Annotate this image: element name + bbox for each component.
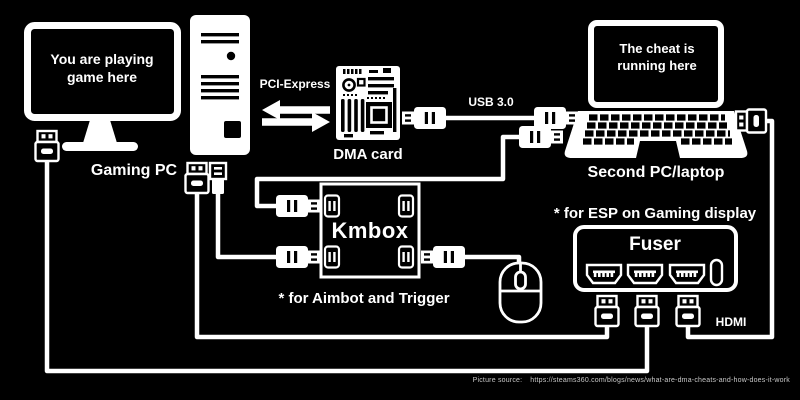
kmbox-note: * for Aimbot and Trigger xyxy=(278,290,450,307)
laptop-icon xyxy=(564,20,748,158)
second-pc-label: Second PC/laptop xyxy=(587,164,725,181)
usb-plug-icon xyxy=(519,126,563,148)
hdmi-plug-icon xyxy=(34,129,60,163)
laptop-text-line2: running here xyxy=(617,57,697,73)
cable-laptop-to-fuser-hdmi xyxy=(685,118,775,340)
usb-port-icon xyxy=(323,194,341,218)
hdmi-port-icon xyxy=(668,263,706,285)
monitor-text-line2: game here xyxy=(66,69,138,86)
laptop-touchpad xyxy=(636,141,680,158)
usb-port-icon xyxy=(397,194,415,218)
usb-plug-icon xyxy=(276,246,320,268)
laptop-text-line1: The cheat is xyxy=(619,41,695,56)
pci-express-label: PCI-Express xyxy=(259,77,331,91)
hdmi-plug-icon xyxy=(634,294,660,328)
hdmi-port-icon xyxy=(626,263,664,285)
cable-kmbox-to-mouse xyxy=(463,254,522,264)
kmbox-icon xyxy=(319,182,421,279)
usb-plug-icon xyxy=(402,107,446,129)
usb-plug-icon xyxy=(208,161,228,196)
gaming-monitor-text: You are playing game here xyxy=(36,50,168,86)
cable-laptop-to-kmbox xyxy=(254,134,522,209)
dma-card-label: DMA card xyxy=(333,146,403,163)
kmbox-label: Kmbox xyxy=(331,218,409,243)
gaming-monitor-icon xyxy=(24,22,181,151)
laptop-keyboard xyxy=(583,114,732,145)
cable-tower-to-kmbox xyxy=(215,192,278,260)
usb3-label: USB 3.0 xyxy=(468,95,514,109)
fuser-note: * for ESP on Gaming display xyxy=(553,205,757,222)
hdmi-label: HDMI xyxy=(715,315,747,329)
pci-express-arrows-icon xyxy=(262,100,330,132)
usb-port-icon xyxy=(397,245,415,269)
mouse-icon xyxy=(498,261,543,324)
laptop-screen-text: The cheat is running here xyxy=(596,41,718,75)
fuser-icon xyxy=(573,225,738,292)
hdmi-port-icon xyxy=(585,263,623,285)
monitor-text-line1: You are playing xyxy=(50,51,154,67)
fuser-label: Fuser xyxy=(629,234,681,255)
pc-tower-icon xyxy=(190,15,250,155)
cable-monitor-to-fuser xyxy=(44,160,650,374)
hdmi-plug-icon xyxy=(594,294,620,328)
gaming-pc-label: Gaming PC xyxy=(90,162,178,179)
cables xyxy=(44,115,775,374)
picture-source-label: Picture source: xyxy=(472,377,523,384)
usb-plug-icon xyxy=(276,195,320,217)
hdmi-plug-icon xyxy=(734,108,768,134)
usb-c-port-icon xyxy=(709,258,724,287)
picture-source: Picture source: https://steams360.com/blo… xyxy=(473,377,790,384)
picture-source-url: https://steams360.com/blogs/news/what-ar… xyxy=(530,377,790,384)
cable-tower-to-fuser xyxy=(194,192,610,340)
hdmi-plug-icon xyxy=(675,294,701,328)
usb-port-icon xyxy=(323,245,341,269)
usb-plug-icon xyxy=(421,246,465,268)
usb-plug-icon xyxy=(534,107,578,129)
motherboard-icon xyxy=(336,66,400,140)
